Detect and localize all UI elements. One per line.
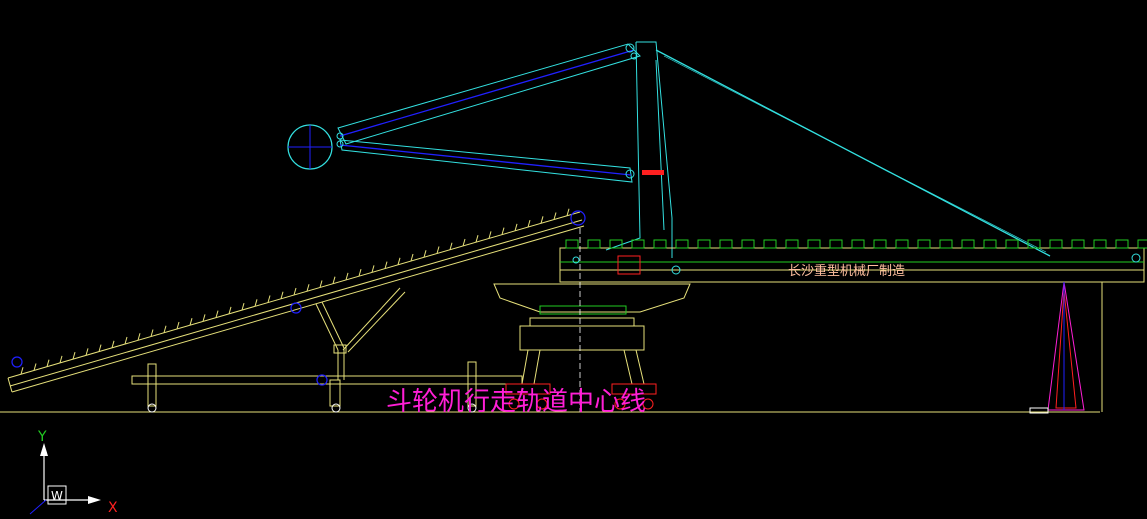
arm-railing [565, 239, 1147, 249]
conveyor-idler [475, 235, 479, 243]
track-center-line-label: 斗轮机行走轨道中心线 [386, 387, 646, 417]
arm-railing-post [939, 239, 953, 249]
conveyor-idler [228, 306, 232, 315]
arm-railing-post [829, 239, 843, 249]
conveyor-idler [553, 212, 557, 220]
arm-railing-post [785, 239, 799, 249]
arm-railing-post [807, 239, 821, 249]
conveyor-mid-roller [290, 302, 302, 314]
manufacturer-label: 长沙重型机械厂制造 [788, 263, 905, 279]
conveyor-idler [332, 276, 336, 284]
conveyor-idler [33, 363, 37, 371]
conveyor-idler [514, 223, 518, 232]
conveyor-head-pulley [570, 210, 586, 226]
arm-railing-post [1027, 239, 1041, 249]
ucs-w-label: W [51, 489, 63, 503]
conveyor-idler [358, 268, 362, 277]
conveyor-idler [345, 272, 349, 281]
conveyor-idler [319, 280, 323, 288]
trailer-car [131, 361, 523, 407]
conveyor-idler [20, 367, 24, 375]
arm-railing-post [1049, 239, 1063, 249]
conveyor-idler [189, 318, 193, 326]
arm-railing-post [741, 239, 755, 249]
arm-railing-post [873, 239, 887, 249]
conveyor-idlers [20, 208, 570, 375]
conveyor-idler [566, 208, 570, 216]
conveyor-idler [384, 261, 388, 269]
travel-bogies [505, 383, 657, 410]
arm-railing-post [587, 239, 601, 249]
arm-railing-post [675, 239, 689, 249]
conveyor-idler [462, 238, 466, 247]
arm-railing-post [631, 239, 645, 249]
conveyor-idler [540, 216, 544, 224]
mast [605, 41, 673, 258]
conveyor-idler [280, 291, 284, 299]
ucs-icon [29, 443, 101, 515]
conveyor-idler [488, 231, 492, 239]
arm-support-column [1029, 281, 1103, 414]
arm-railing-post [1093, 239, 1107, 249]
conveyor-idler [215, 310, 219, 318]
conveyor-idler [241, 302, 245, 311]
boom [337, 43, 641, 183]
arm-railing-post [609, 239, 623, 249]
arm-railing-post [1137, 239, 1147, 249]
conveyor-idler [72, 351, 76, 360]
conveyor-idler [410, 253, 414, 262]
conveyor-idler [397, 257, 401, 265]
conveyor-idler [293, 287, 297, 296]
trailer-wheels [147, 403, 477, 413]
portal-frame [519, 325, 645, 385]
conveyor-idler [150, 329, 154, 337]
conveyor-idler [124, 336, 128, 345]
trailer-hitch [316, 374, 328, 386]
conveyor-tail-pulley [11, 356, 23, 368]
conveyor-idler [501, 227, 505, 235]
bucket-wheel [287, 124, 333, 170]
arm-railing-post [851, 239, 865, 249]
conveyor-idler [423, 250, 427, 258]
conveyor-idler [436, 246, 440, 254]
mast-label-tag [642, 170, 664, 175]
arm-railing-post [1071, 239, 1085, 249]
arm-railing-post [983, 239, 997, 249]
arm-railing-post [961, 239, 975, 249]
conveyor-idler [85, 348, 89, 356]
ucs-y-label: Y [37, 429, 47, 445]
conveyor-idler [267, 295, 271, 303]
arm-railing-post [719, 239, 733, 249]
arm-detail [572, 253, 1141, 275]
conveyor-idler [137, 333, 141, 341]
conveyor-idler [98, 344, 102, 352]
boom-pivots [336, 43, 638, 179]
arm-railing-post [697, 239, 711, 249]
conveyor-idler [449, 242, 453, 250]
conveyor-idler [176, 321, 180, 330]
conveyor-idler [371, 265, 375, 273]
arm-railing-post [653, 239, 667, 249]
arm-railing-post [917, 239, 931, 249]
conveyor-idler [527, 219, 531, 228]
arm-railing-post [565, 239, 579, 249]
stay-cable-2 [663, 55, 1047, 253]
conveyor-idler [46, 359, 50, 367]
conveyor-idler [254, 299, 258, 307]
conveyor-idler [163, 325, 167, 333]
conveyor-idler [59, 355, 63, 364]
conveyor-idler [306, 284, 310, 292]
arm-railing-post [1115, 239, 1129, 249]
conveyor-support [315, 287, 406, 380]
arm-railing-post [895, 239, 909, 249]
ucs-x-label: X [108, 500, 118, 516]
conveyor-idler [202, 314, 206, 322]
arm-railing-post [763, 239, 777, 249]
arm-railing-post [1005, 239, 1019, 249]
conveyor-idler [111, 340, 115, 348]
